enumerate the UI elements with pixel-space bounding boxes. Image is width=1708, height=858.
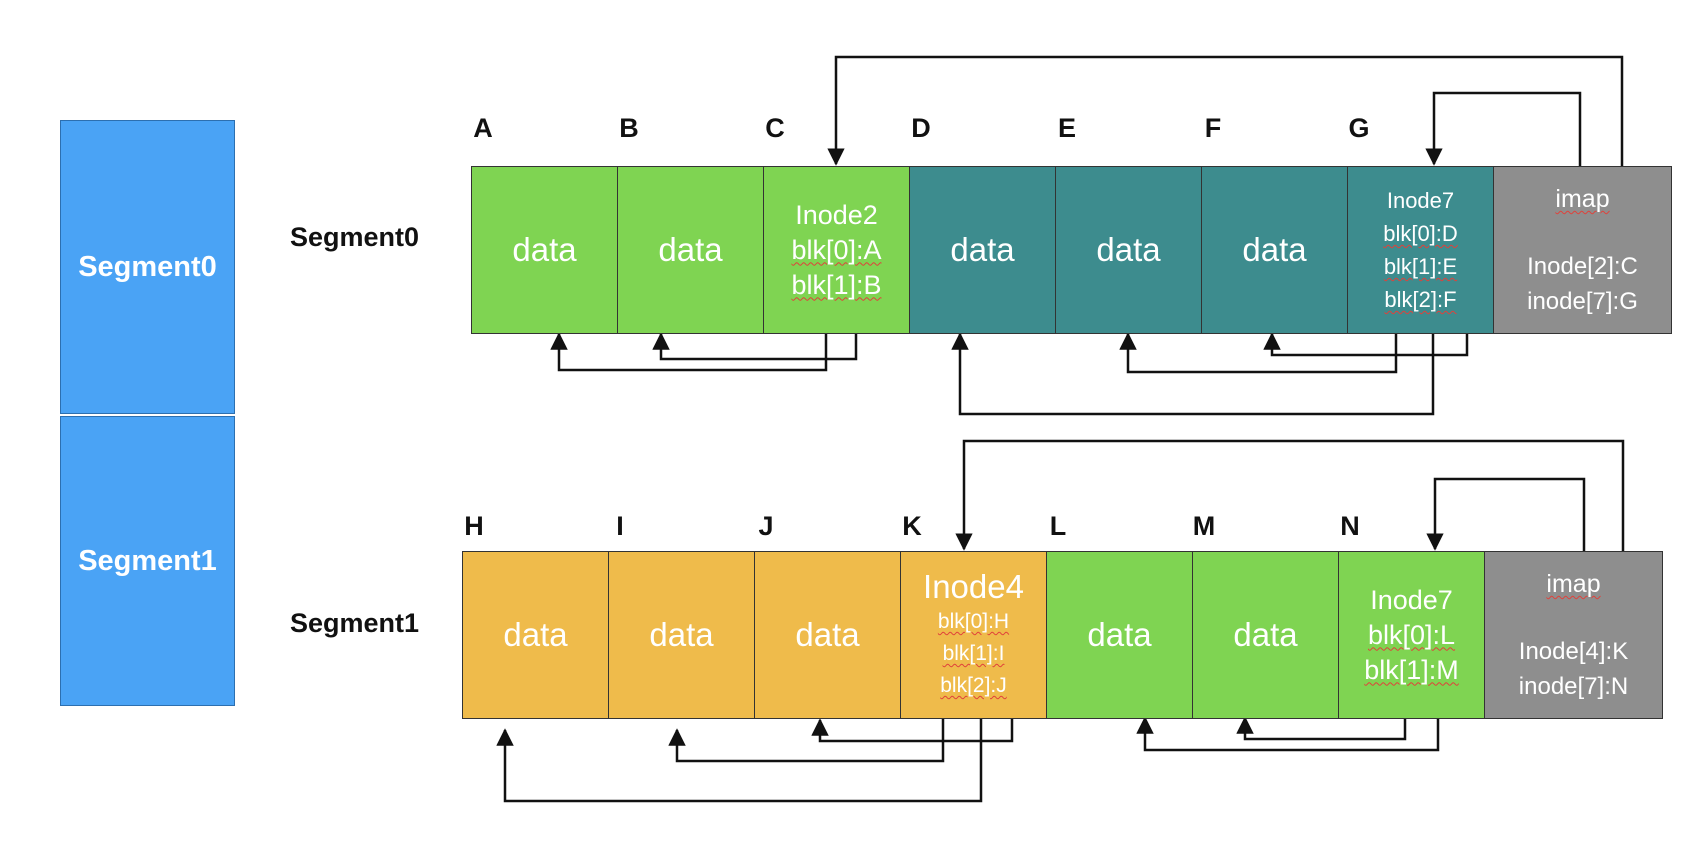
- inode-pointer-entry: blk[2]:F: [1384, 287, 1457, 312]
- block-address-label: N: [1340, 511, 1360, 541]
- segment0-data-block: data: [617, 166, 764, 334]
- imap-entry: inode[7]:N: [1518, 673, 1629, 700]
- inode-pointer-entry: blk[0]:L: [1367, 619, 1456, 650]
- imap-entry: inode[7]:G: [1527, 288, 1638, 315]
- arrow-inode7-to-e: [1119, 332, 1398, 374]
- arrow-inode7-to-l: [1136, 716, 1440, 752]
- segment0-data-block: data: [909, 166, 1056, 334]
- arrow-imap-to-inode7: [1425, 91, 1582, 166]
- arrow-imap-to-inode2: [827, 55, 1624, 166]
- arrow-inode7-to-m: [1236, 716, 1407, 741]
- inode-title: Inode7: [1386, 188, 1455, 213]
- inode-pointer-entry: blk[1]:I: [942, 642, 1005, 665]
- block-address-label: C: [765, 113, 785, 143]
- segment1-data-block: data: [754, 551, 901, 719]
- segment0-inode-block: Inode7 blk[0]:D blk[1]:E blk[2]:F: [1347, 166, 1494, 334]
- data-label: data: [795, 616, 860, 653]
- data-label: data: [1242, 231, 1307, 268]
- imap-title: imap: [1546, 570, 1601, 598]
- block-address-label: A: [473, 113, 493, 143]
- block-address-label: F: [1204, 113, 1222, 143]
- arrow-imap-to-inode4: [955, 439, 1625, 551]
- segment0-data-block: data: [471, 166, 618, 334]
- block-address-label: K: [902, 511, 922, 541]
- block-address-label: G: [1348, 113, 1370, 143]
- data-label: data: [658, 231, 723, 268]
- data-label: data: [503, 616, 568, 653]
- arrow-inode2-to-a: [550, 332, 828, 372]
- data-label: data: [512, 231, 577, 268]
- segment1-data-block: data: [462, 551, 609, 719]
- imap-title: imap: [1555, 185, 1610, 213]
- block-address-label: E: [1057, 113, 1076, 143]
- arrow-inode4-to-j: [811, 718, 1014, 743]
- segment-stack: Segment0 Segment1: [60, 120, 235, 706]
- block-address-label: M: [1192, 511, 1216, 541]
- inode-pointer-entry: blk[0]:D: [1383, 221, 1458, 246]
- inode-title: Inode7: [1370, 584, 1453, 615]
- arrow-inode2-to-b: [652, 332, 858, 361]
- block-address-label: I: [616, 511, 624, 541]
- block-address-label: D: [911, 113, 931, 143]
- inode-title: Inode4: [923, 568, 1024, 605]
- stack-segment0: Segment0: [60, 120, 235, 414]
- data-label: data: [1233, 616, 1298, 653]
- imap-entries: Inode[2]:C inode[7]:G: [1494, 249, 1671, 319]
- imap-entry: Inode[4]:K: [1518, 638, 1629, 665]
- arrow-inode7-to-d: [951, 332, 1435, 416]
- row-label-segment0: Segment0: [290, 222, 420, 252]
- inode-pointer-entry: blk[1]:M: [1364, 654, 1459, 685]
- block-address-label: B: [619, 113, 639, 143]
- arrow-imap-to-inode7-seg1: [1426, 477, 1586, 551]
- segment1-inode-block: Inode4 blk[0]:H blk[1]:I blk[2]:J: [900, 551, 1047, 719]
- arrow-inode4-to-h: [496, 718, 983, 803]
- imap-entries: Inode[4]:K inode[7]:N: [1485, 634, 1662, 704]
- arrow-inode4-to-i: [668, 718, 945, 763]
- stack-segment1: Segment1: [60, 416, 235, 706]
- inode-pointer-entry: blk[0]:A: [791, 234, 882, 265]
- segment1-data-block: data: [608, 551, 755, 719]
- data-label: data: [1087, 616, 1152, 653]
- segment1-data-block: data: [1192, 551, 1339, 719]
- arrow-inode7-to-f: [1263, 332, 1469, 357]
- inode-pointer-entry: blk[0]:H: [937, 610, 1010, 633]
- segment0-data-block: data: [1055, 166, 1202, 334]
- block-address-label: H: [464, 511, 484, 541]
- segment1-inode-block: Inode7 blk[0]:L blk[1]:M: [1338, 551, 1485, 719]
- data-label: data: [649, 616, 714, 653]
- data-label: data: [950, 231, 1015, 268]
- imap-entry: Inode[2]:C: [1527, 253, 1638, 280]
- segment0-data-block: data: [1201, 166, 1348, 334]
- block-address-label: J: [758, 511, 774, 541]
- data-label: data: [1096, 231, 1161, 268]
- segment1-data-block: data: [1046, 551, 1193, 719]
- inode-pointer-entry: blk[2]:J: [940, 674, 1007, 697]
- row-label-segment1: Segment1: [290, 608, 420, 638]
- inode-pointer-entry: blk[1]:E: [1383, 254, 1458, 279]
- inode-pointer-entry: blk[1]:B: [791, 269, 882, 300]
- block-address-label: L: [1049, 511, 1067, 541]
- inode-title: Inode2: [795, 199, 878, 230]
- segment0-inode-block: Inode2 blk[0]:A blk[1]:B: [763, 166, 910, 334]
